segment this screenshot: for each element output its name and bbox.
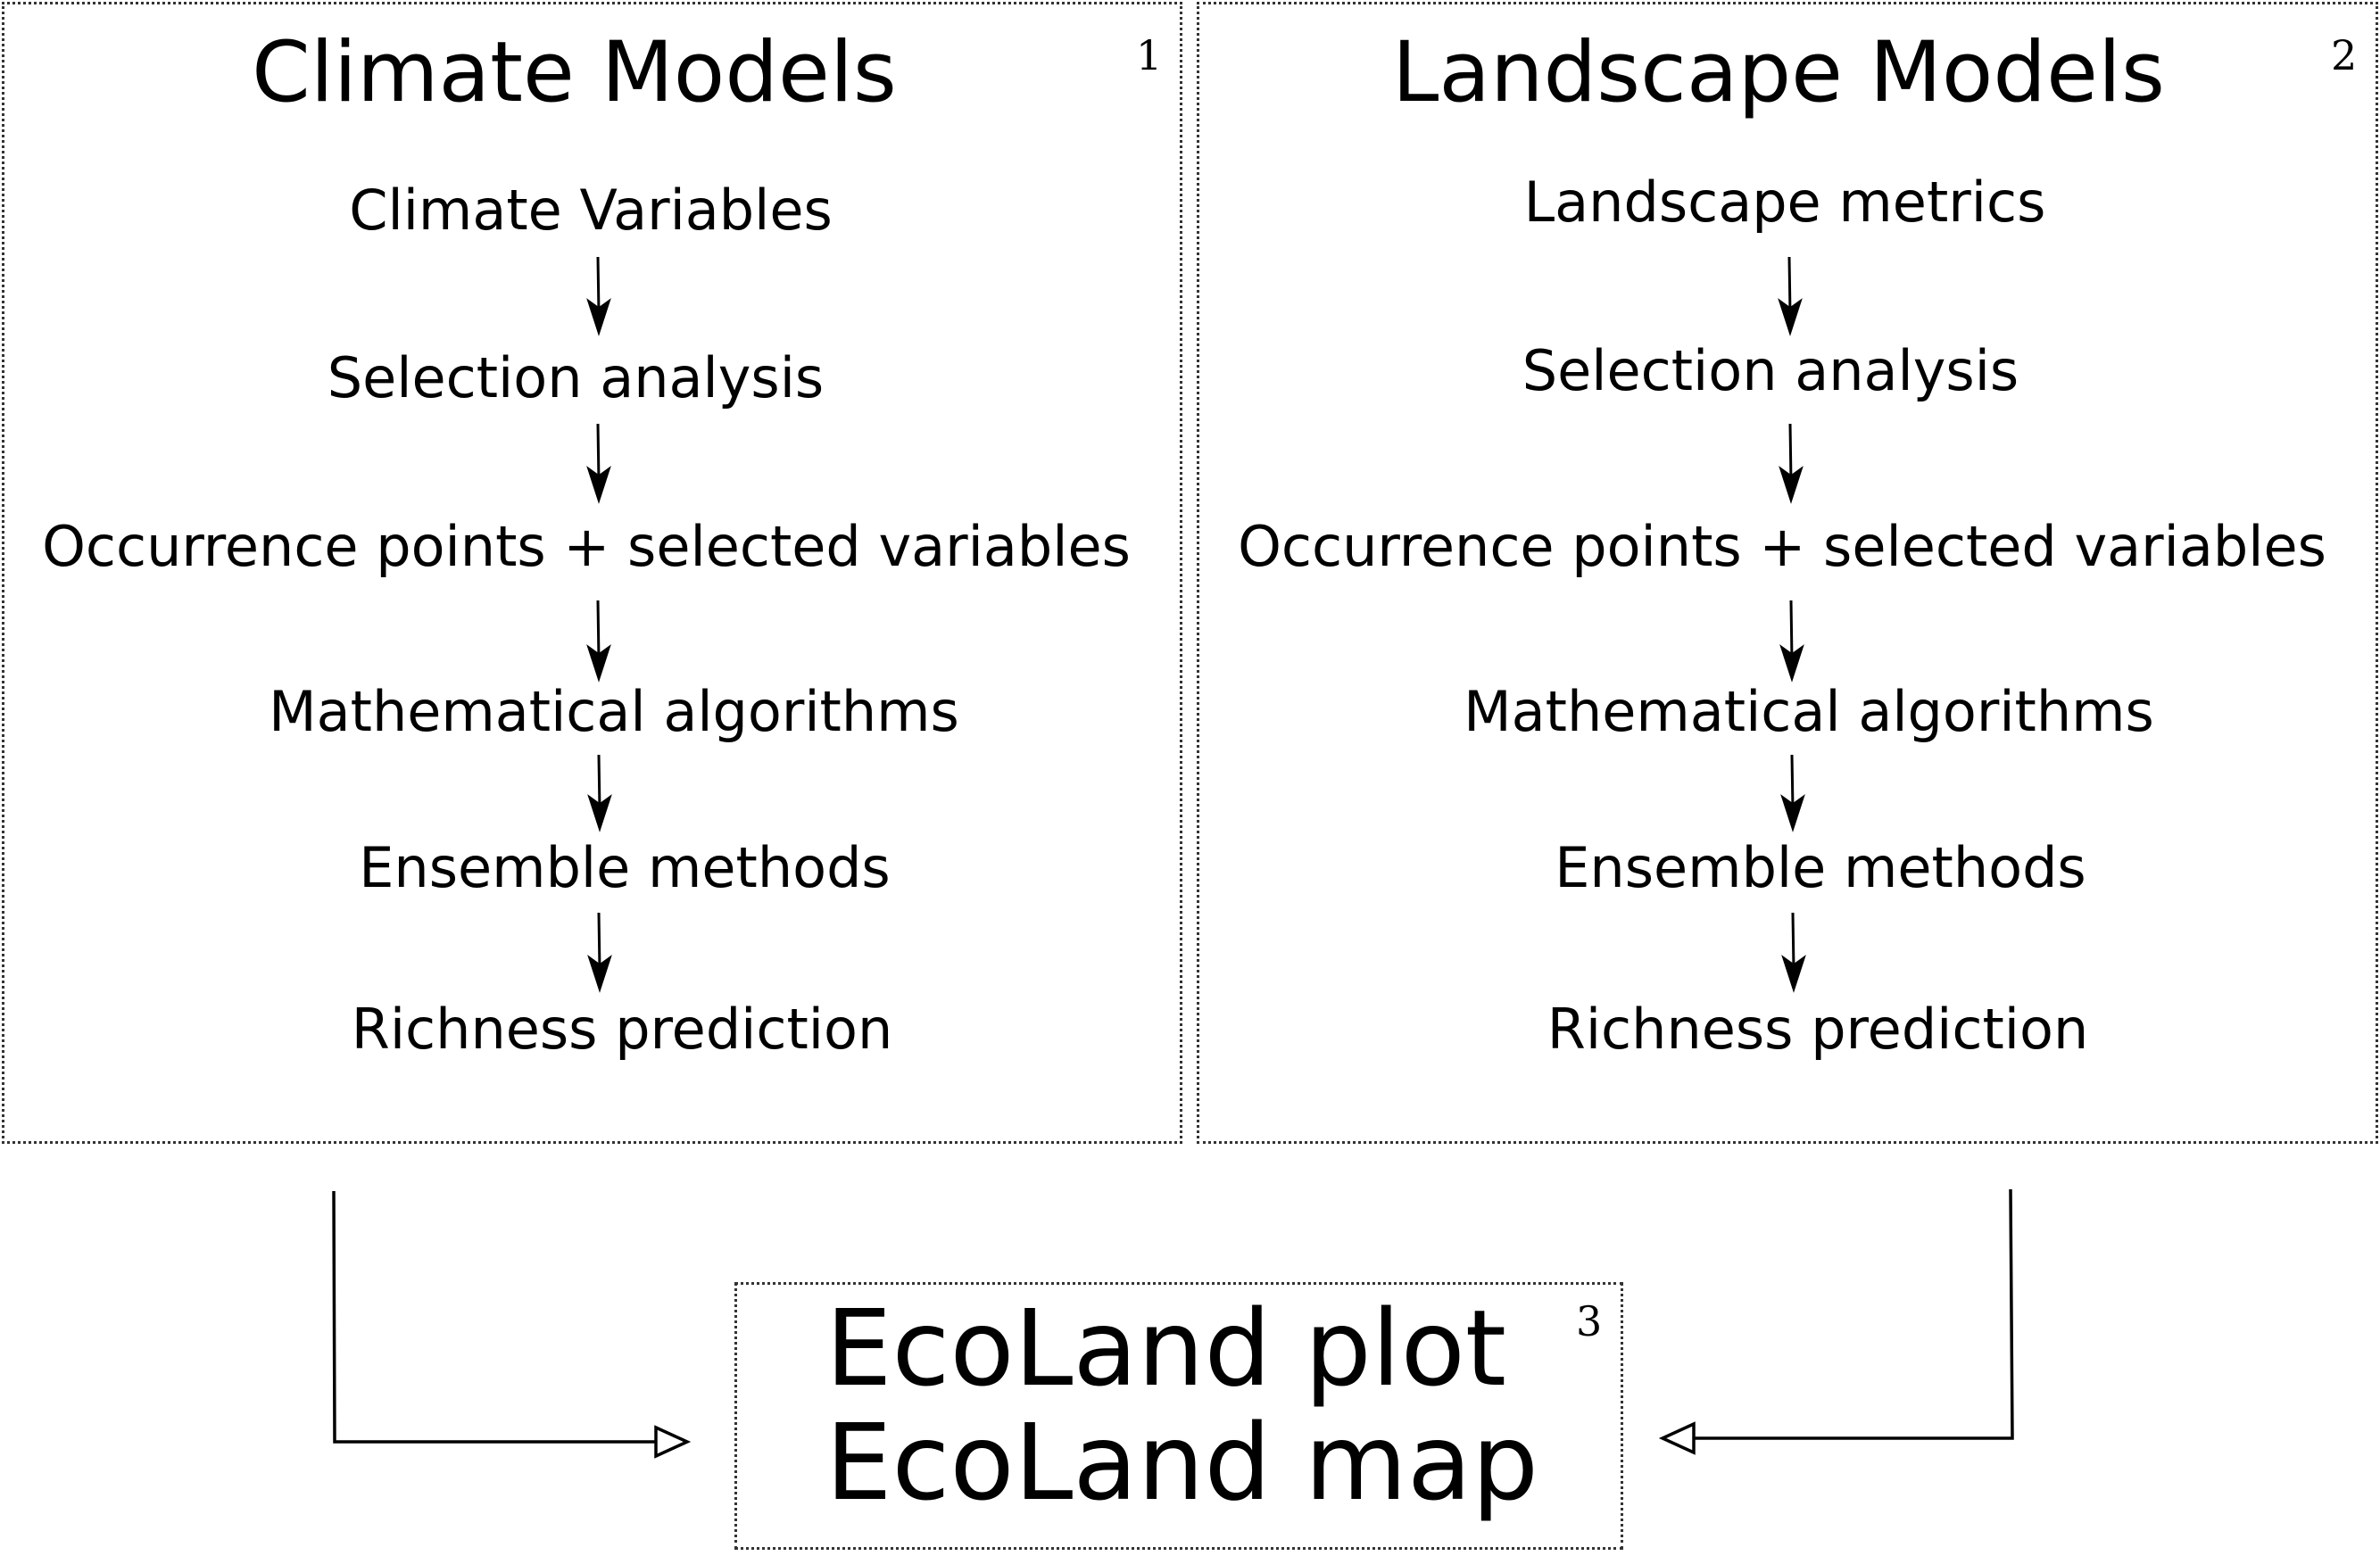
- climate-step-ensemble-methods: Ensemble methods: [359, 835, 891, 900]
- landscape-step-ensemble-methods: Ensemble methods: [1555, 835, 2086, 900]
- climate-step-selection-analysis: Selection analysis: [327, 345, 825, 410]
- landscape-step-mathematical-algorithms: Mathematical algorithms: [1464, 679, 2154, 744]
- climate-to-output-arrow-icon: [332, 1190, 692, 1459]
- ecoland-map-label: EcoLand map: [825, 1401, 1539, 1524]
- ecoland-output-panel: 3: [734, 1282, 1623, 1550]
- landscape-to-output-arrow-icon: [1658, 1188, 2014, 1455]
- output-panel-number: 3: [1576, 1297, 1603, 1345]
- ecoland-plot-label: EcoLand plot: [825, 1287, 1507, 1410]
- climate-models-panel: Climate Models 1: [2, 2, 1182, 1144]
- landscape-panel-number: 2: [2331, 31, 2358, 79]
- landscape-step-richness-prediction: Richness prediction: [1547, 997, 2089, 1062]
- climate-step-richness-prediction: Richness prediction: [351, 997, 893, 1062]
- landscape-models-panel: Landscape Models 2: [1197, 2, 2378, 1144]
- climate-panel-number: 1: [1136, 31, 1163, 79]
- climate-step-mathematical-algorithms: Mathematical algorithms: [269, 679, 959, 744]
- climate-step-occurrence-points: Occurrence points + selected variables: [42, 514, 1131, 579]
- landscape-step-selection-analysis: Selection analysis: [1522, 338, 2019, 403]
- landscape-step-occurrence-points: Occurrence points + selected variables: [1238, 514, 2326, 579]
- landscape-step-landscape-metrics: Landscape metrics: [1523, 170, 2046, 235]
- climate-models-title: Climate Models: [252, 24, 897, 121]
- climate-step-climate-variables: Climate Variables: [349, 178, 833, 243]
- landscape-models-title: Landscape Models: [1391, 24, 2166, 121]
